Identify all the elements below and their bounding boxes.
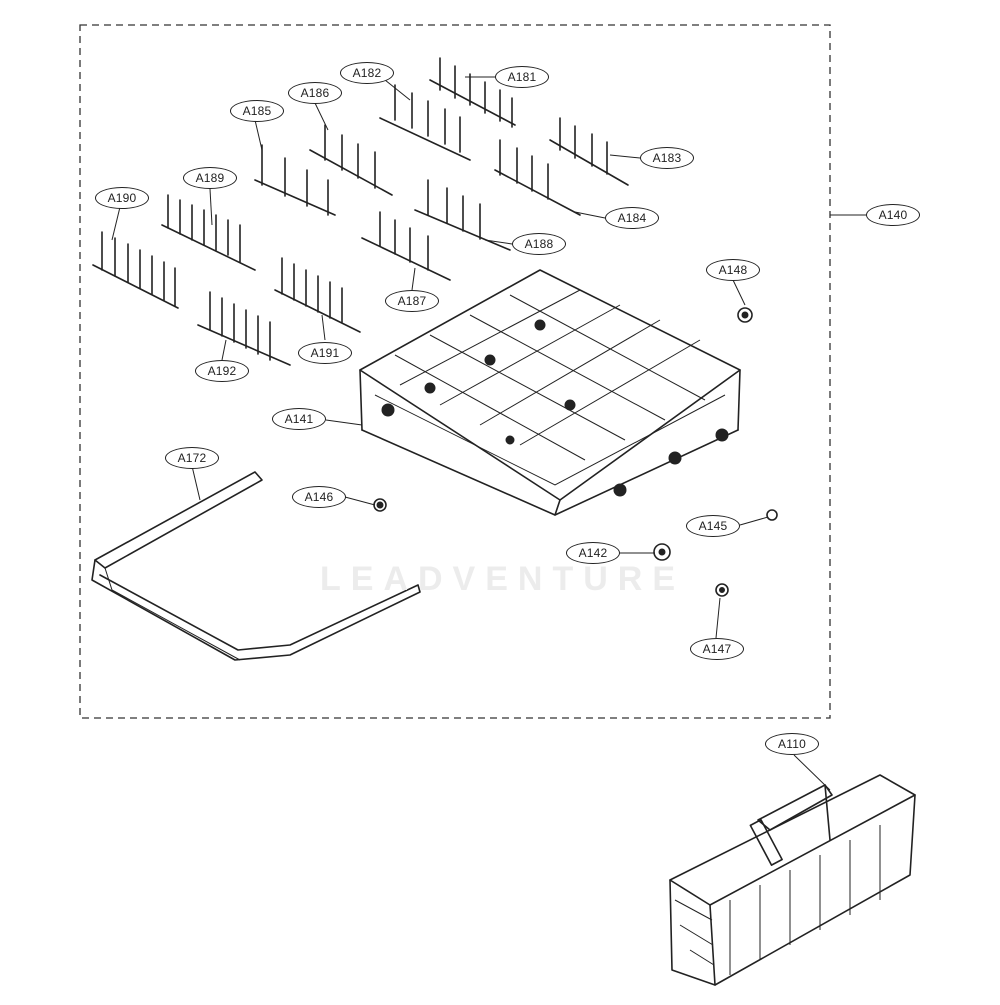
callout-a185: A185 (230, 100, 284, 122)
callout-a141: A141 (272, 408, 326, 430)
tine-row-a188 (414, 179, 511, 251)
callout-a142: A142 (566, 542, 620, 564)
roller-a142 (653, 543, 671, 561)
callout-a186: A186 (288, 82, 342, 104)
tine-row-a189 (161, 194, 256, 271)
callout-a184: A184 (605, 207, 659, 229)
clip-a146 (373, 498, 387, 512)
lower-rack-basket (359, 269, 741, 516)
callout-a147: A147 (690, 638, 744, 660)
callout-a189: A189 (183, 167, 237, 189)
rack-rail (91, 471, 421, 661)
clip-a147 (715, 583, 729, 597)
tine-row-a186 (309, 124, 393, 196)
callout-a182: A182 (340, 62, 394, 84)
tine-row-a184 (494, 139, 581, 216)
tine-row-a192 (197, 291, 291, 366)
callout-a146: A146 (292, 486, 346, 508)
callout-a192: A192 (195, 360, 249, 382)
callout-a140: A140 (866, 204, 920, 226)
tine-row-a181 (429, 57, 516, 128)
tine-row-a191 (274, 257, 361, 333)
callout-a191: A191 (298, 342, 352, 364)
callout-a187: A187 (385, 290, 439, 312)
tine-row-a187 (361, 211, 451, 281)
callout-a183: A183 (640, 147, 694, 169)
tine-row-a185 (254, 144, 336, 216)
assembly-boundary (79, 24, 831, 719)
callout-a110: A110 (765, 733, 819, 755)
callout-a145: A145 (686, 515, 740, 537)
watermark: LEADVENTURE (320, 560, 686, 598)
tine-row-a183 (549, 117, 629, 186)
callout-a188: A188 (512, 233, 566, 255)
clip-a145 (766, 509, 778, 521)
tine-row-a182 (379, 84, 471, 161)
callout-a172: A172 (165, 447, 219, 469)
clip-a148 (737, 307, 753, 323)
silverware-basket (669, 774, 916, 986)
callout-a148: A148 (706, 259, 760, 281)
tine-row-a190 (92, 231, 179, 309)
callout-a190: A190 (95, 187, 149, 209)
callout-a181: A181 (495, 66, 549, 88)
